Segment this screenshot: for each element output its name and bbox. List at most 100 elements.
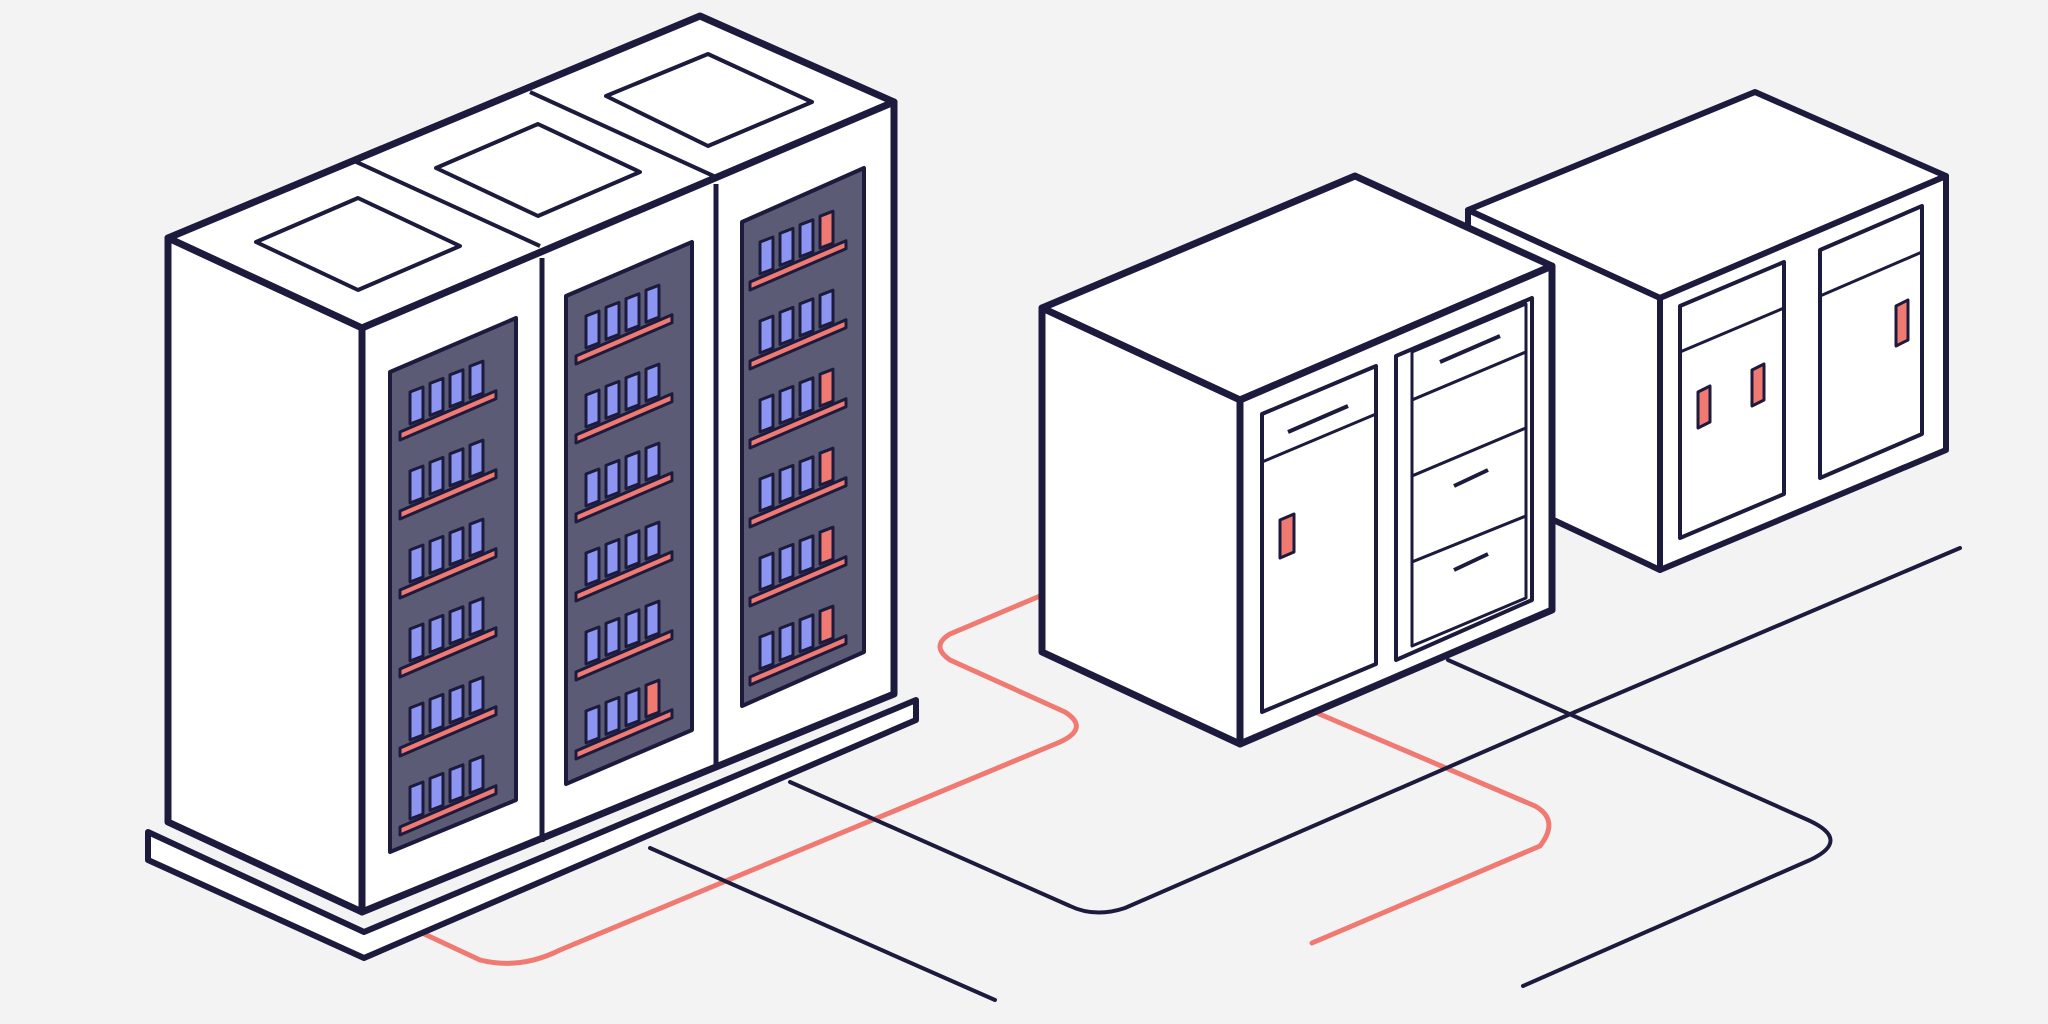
drive-bay (584, 467, 601, 508)
drive-tray (748, 634, 848, 687)
drive-tray (574, 550, 674, 603)
dark-cable-right (1446, 658, 1833, 988)
drive-bay (408, 543, 425, 584)
drive-bay (624, 292, 641, 333)
drive-active-indicator (818, 604, 835, 645)
drive-bay (584, 546, 601, 587)
drive-bay (468, 438, 485, 479)
cables (417, 546, 1962, 1002)
front-cabinet-lock (1278, 512, 1296, 560)
drive-bay (428, 534, 445, 575)
drive-tray (574, 629, 674, 682)
rack-top-divider (351, 158, 541, 248)
drive-active-indicator (644, 678, 661, 719)
drive-tray (748, 476, 848, 529)
drive-bay (758, 472, 775, 513)
drive-tray (748, 318, 848, 371)
drive-bay (644, 599, 661, 640)
front-cabinet (1038, 172, 1556, 748)
rack-base (145, 697, 919, 961)
drive-bay (624, 687, 641, 728)
drive-bay (584, 309, 601, 350)
drive-bay (798, 534, 815, 575)
drive-bay (448, 447, 465, 488)
drive-bay (468, 675, 485, 716)
rack-top-divider (529, 90, 719, 180)
drive-bay (604, 695, 621, 736)
drive-bay (604, 379, 621, 420)
front-cabinet-door (1260, 364, 1378, 714)
drive-bay (448, 368, 465, 409)
dark-cable-back (1573, 546, 1962, 714)
back-cabinet-lock (1696, 384, 1712, 430)
drawer (1410, 514, 1528, 648)
back-cabinet-door-left (1678, 260, 1786, 540)
drive-bay (798, 376, 815, 417)
drive-bay (468, 754, 485, 795)
drive-tray (398, 389, 498, 442)
rack-vent (604, 52, 814, 148)
dark-cable-left (648, 846, 997, 1002)
drive-tray (574, 471, 674, 524)
red-cable-right (1307, 707, 1552, 946)
drive-bay (408, 622, 425, 663)
rack-side (164, 234, 366, 916)
drive-bay (428, 376, 445, 417)
drive-active-indicator (818, 209, 835, 250)
drive-bay (428, 455, 445, 496)
drive-bay (428, 771, 445, 812)
drive-bay (468, 359, 485, 400)
drive-bay (448, 605, 465, 646)
drive-bay (778, 226, 795, 267)
drive-bay (798, 218, 815, 259)
drive-tray (574, 313, 674, 366)
drive-tray (398, 547, 498, 600)
drive-bay (408, 385, 425, 426)
drive-tray (748, 239, 848, 292)
drive-bay (644, 283, 661, 324)
drive-bay (584, 625, 601, 666)
back-cabinet-door-right (1818, 204, 1924, 480)
rack-vent (254, 196, 462, 292)
drive-bay (468, 596, 485, 637)
drive-tray (398, 468, 498, 521)
drive-bay (778, 542, 795, 583)
drive-bay (448, 526, 465, 567)
drive-bay (408, 780, 425, 821)
rack-vent (434, 122, 642, 218)
drive-bay (448, 684, 465, 725)
drive-bay (604, 616, 621, 657)
drive-active-indicator (818, 446, 835, 487)
back-cabinet-door-seam (1819, 250, 1923, 298)
drive-bay (818, 288, 835, 329)
back-cabinet-lock (1894, 298, 1910, 348)
drive-bay (428, 692, 445, 733)
drive-bay (798, 297, 815, 338)
red-cable-left (417, 593, 1079, 966)
drive-bay (758, 314, 775, 355)
dark-cable-middle (788, 710, 1577, 915)
drive-bay (798, 613, 815, 654)
drive-bay (624, 450, 641, 491)
back-cabinet-door-seam (1679, 306, 1785, 354)
drive-bay (468, 517, 485, 558)
drive-tray (398, 705, 498, 758)
drive-bay (584, 704, 601, 745)
drive-tray (748, 555, 848, 608)
drive-bay (758, 630, 775, 671)
drive-tray (398, 626, 498, 679)
drive-bay (758, 551, 775, 592)
drive-bay (624, 608, 641, 649)
drive-bay (778, 621, 795, 662)
drive-bay (604, 300, 621, 341)
drive-tray (574, 392, 674, 445)
drive-bay (798, 455, 815, 496)
drive-bay (408, 701, 425, 742)
drive-bay (644, 520, 661, 561)
drawer-handle (1439, 334, 1501, 364)
drive-active-indicator (818, 367, 835, 408)
drawer-handle (1453, 552, 1489, 572)
drive-bay (778, 384, 795, 425)
back-cabinet-lock (1750, 362, 1766, 408)
drive-active-indicator (818, 525, 835, 566)
